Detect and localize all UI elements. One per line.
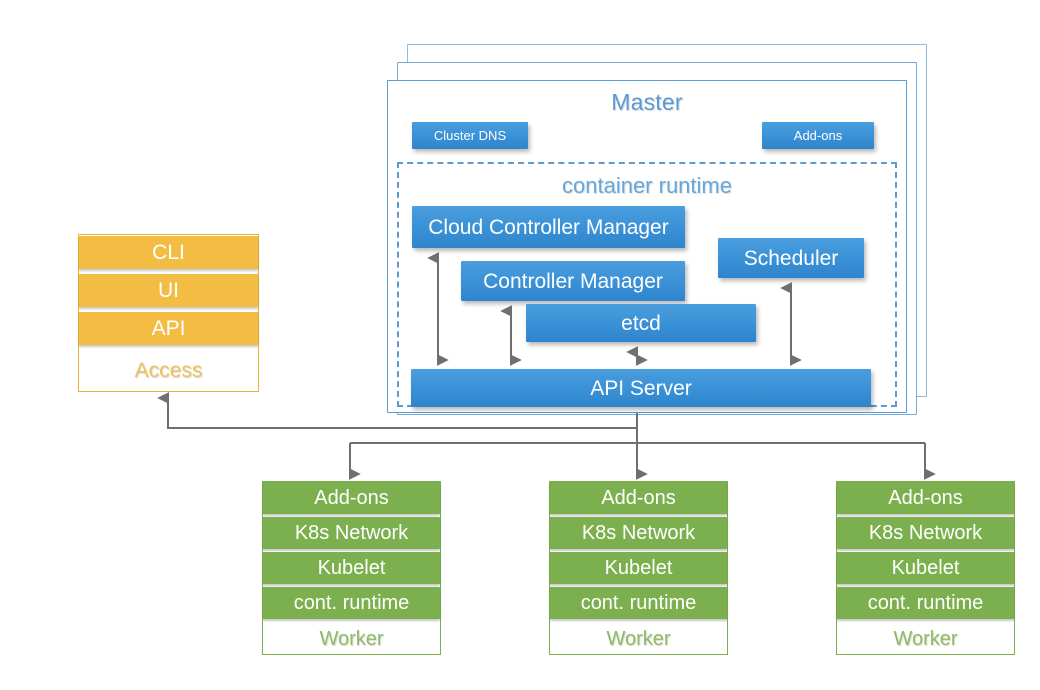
worker-3-row-cont-runtime[interactable]: cont. runtime <box>837 587 1014 619</box>
access-panel-label: Access <box>134 359 203 382</box>
add-ons-badge[interactable]: Add-ons <box>762 122 874 149</box>
worker-1-row-kubelet[interactable]: Kubelet <box>263 552 440 584</box>
cluster-dns-badge[interactable]: Cluster DNS <box>412 122 528 149</box>
worker-3-row-kubelet[interactable]: Kubelet <box>837 552 1014 584</box>
worker-node-3: Add-ons K8s Network Kubelet cont. runtim… <box>836 481 1015 655</box>
worker-node-1: Add-ons K8s Network Kubelet cont. runtim… <box>262 481 441 655</box>
scheduler-box[interactable]: Scheduler <box>718 238 864 278</box>
container-runtime-title: container runtime <box>562 173 732 198</box>
worker-2-row-addons[interactable]: Add-ons <box>550 482 727 514</box>
worker-1-row-cont-runtime[interactable]: cont. runtime <box>263 587 440 619</box>
worker-2-row-cont-runtime[interactable]: cont. runtime <box>550 587 727 619</box>
access-row-cli[interactable]: CLI <box>79 236 258 269</box>
etcd-box[interactable]: etcd <box>526 304 756 342</box>
worker-1-row-k8s-network[interactable]: K8s Network <box>263 517 440 549</box>
worker-2-row-kubelet[interactable]: Kubelet <box>550 552 727 584</box>
worker-3-label: Worker <box>893 628 958 650</box>
worker-2-row-k8s-network[interactable]: K8s Network <box>550 517 727 549</box>
worker-3-row-addons[interactable]: Add-ons <box>837 482 1014 514</box>
cloud-controller-manager-box[interactable]: Cloud Controller Manager <box>412 206 685 248</box>
controller-manager-box[interactable]: Controller Manager <box>461 261 685 301</box>
worker-1-label: Worker <box>319 628 384 650</box>
access-row-ui[interactable]: UI <box>79 274 258 307</box>
master-title: Master <box>611 89 683 115</box>
access-panel: CLI UI API Access <box>78 234 259 392</box>
master-panel: Master Cluster DNS Add-ons container run… <box>387 80 907 413</box>
worker-node-2: Add-ons K8s Network Kubelet cont. runtim… <box>549 481 728 655</box>
worker-3-row-k8s-network[interactable]: K8s Network <box>837 517 1014 549</box>
access-row-api[interactable]: API <box>79 312 258 345</box>
api-server-box[interactable]: API Server <box>411 369 871 407</box>
connector-api-server-to-workers <box>348 413 936 480</box>
worker-2-label: Worker <box>606 628 671 650</box>
worker-1-row-addons[interactable]: Add-ons <box>263 482 440 514</box>
